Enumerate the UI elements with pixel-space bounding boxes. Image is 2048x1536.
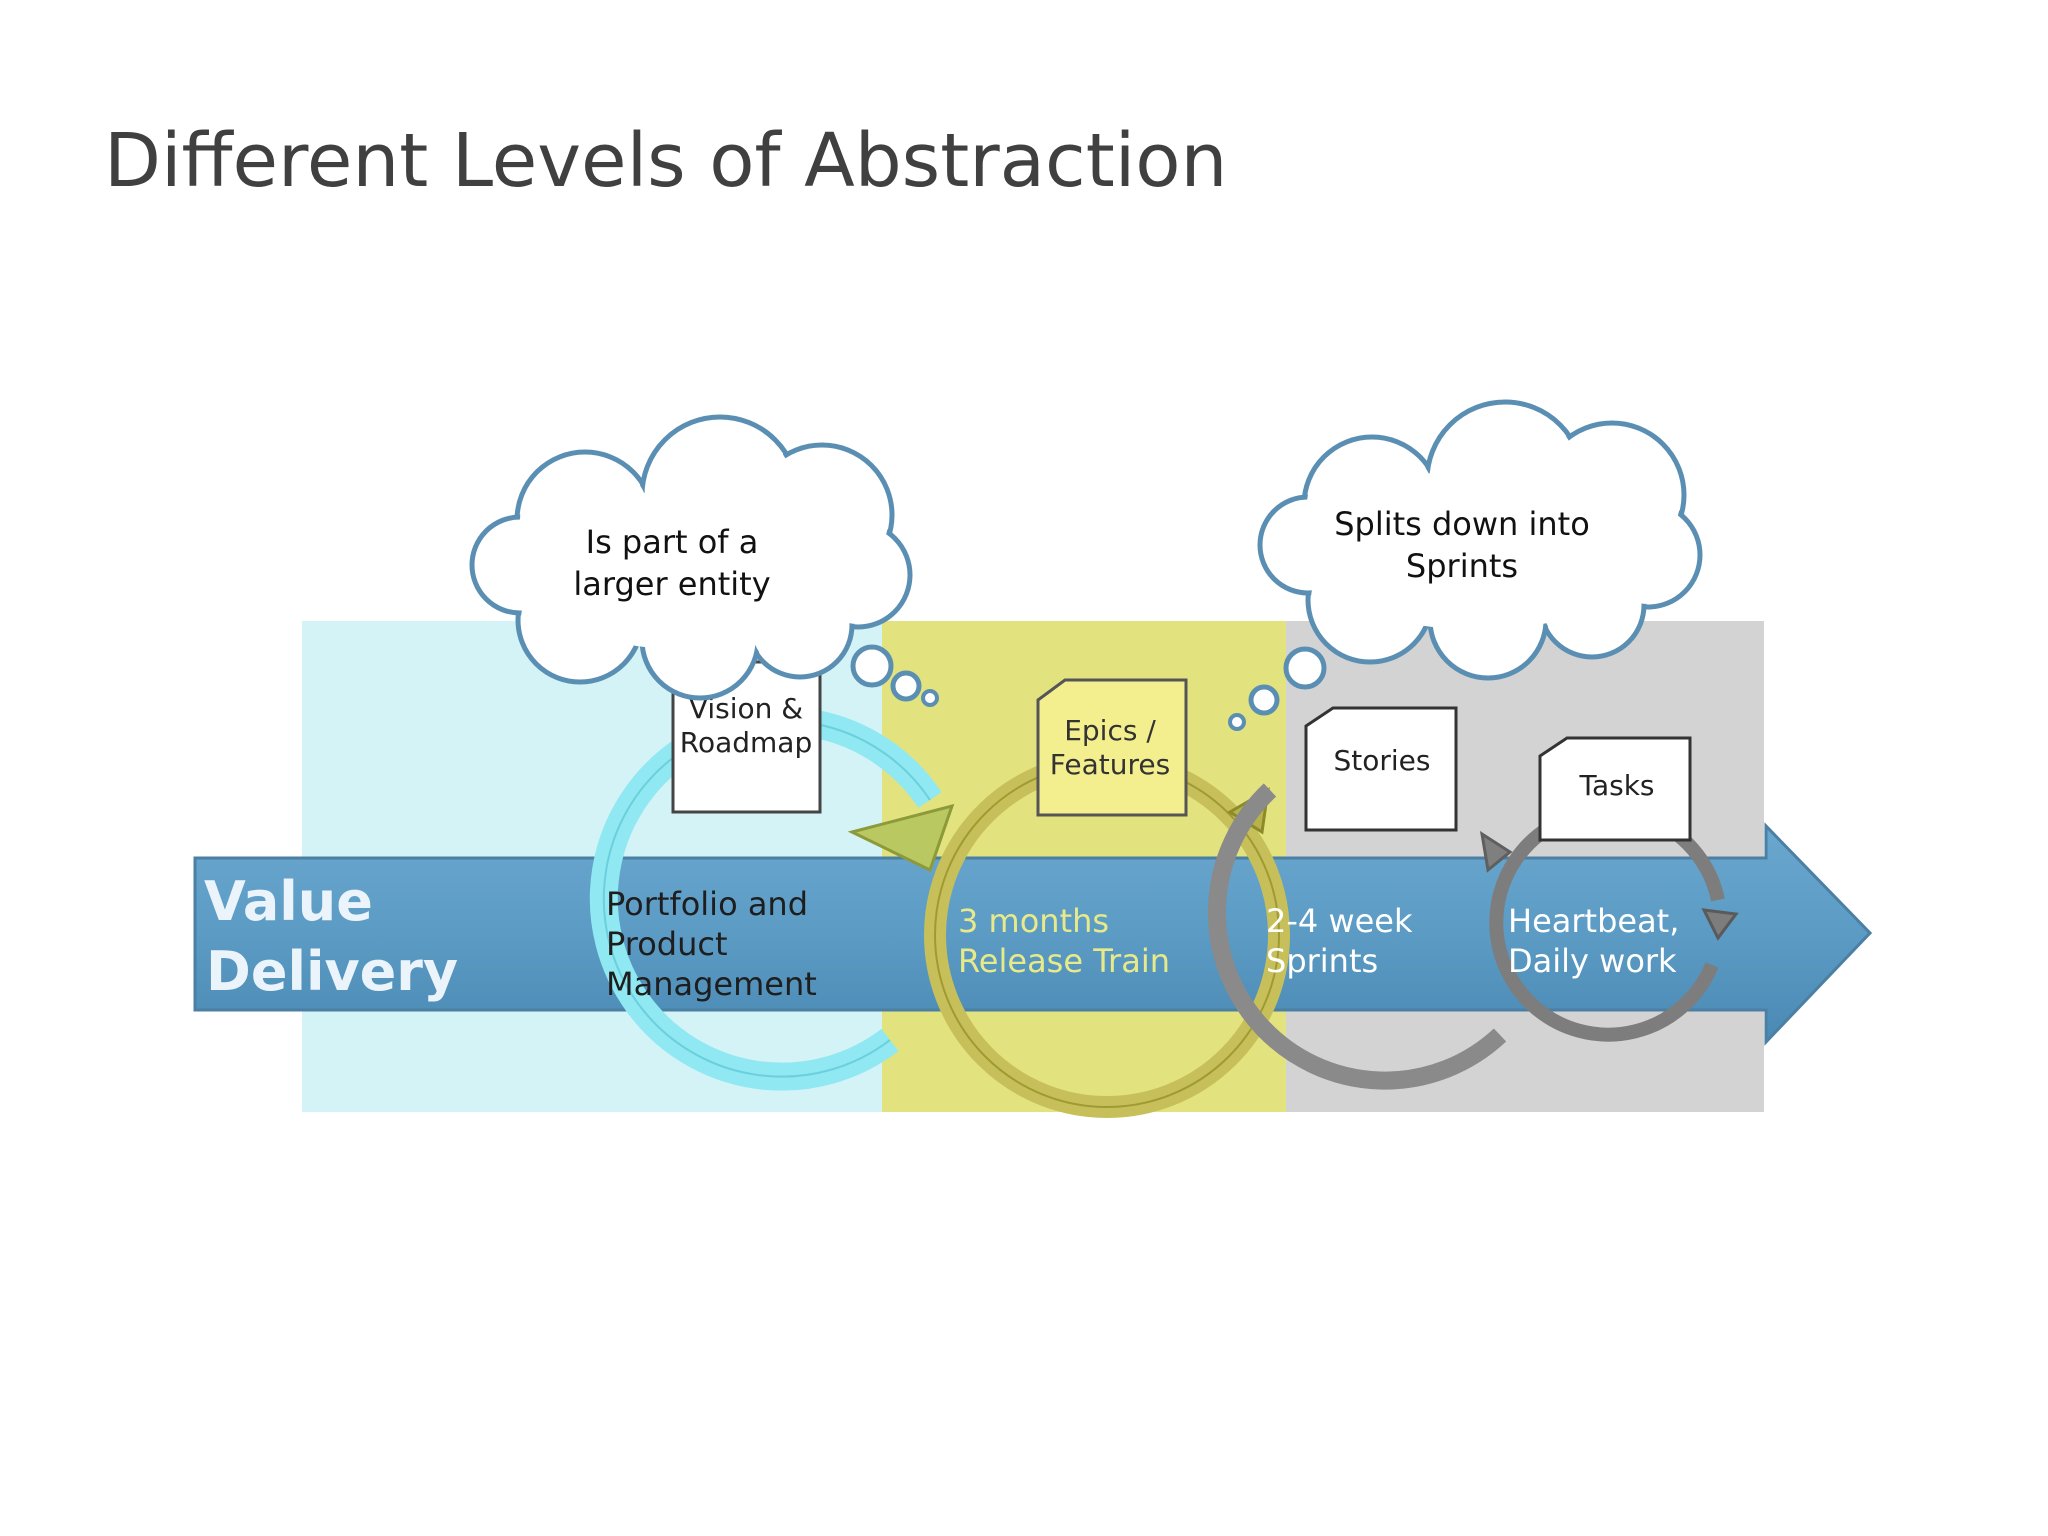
- thought-cloud-right: Splits down into Sprints: [1228, 399, 1703, 731]
- daily-label-line2: Daily work: [1508, 942, 1677, 980]
- callout-left-line2: larger entity: [573, 565, 770, 603]
- stories-card-line1: Stories: [1334, 744, 1431, 777]
- portfolio-ring: [589, 706, 955, 1091]
- portfolio-label-line3: Management: [606, 965, 817, 1003]
- sprint-label-line2: Sprints: [1266, 942, 1378, 980]
- thought-cloud-left: Is part of a larger entity: [469, 414, 939, 707]
- callout-left-line1: Is part of a: [586, 523, 759, 561]
- sprint-label-line1: 2-4 week: [1266, 902, 1413, 940]
- sprint-ring: [1208, 783, 1513, 1090]
- stories-card: Stories: [1304, 706, 1458, 832]
- epics-features-card: Epics / Features: [1036, 678, 1188, 817]
- release-label-line2: Release Train: [958, 942, 1170, 980]
- tasks-card: Tasks: [1538, 736, 1692, 842]
- callout-right-line1: Splits down into: [1334, 505, 1590, 543]
- daily-label-line1: Heartbeat,: [1508, 902, 1679, 940]
- callout-right-line2: Sprints: [1406, 547, 1518, 585]
- value-delivery-label-line1: Value: [204, 870, 373, 933]
- vision-card-line2: Roadmap: [680, 726, 812, 759]
- epics-card-line1: Epics /: [1064, 714, 1156, 747]
- epics-card-line2: Features: [1050, 748, 1170, 781]
- tasks-card-line1: Tasks: [1578, 769, 1654, 802]
- value-delivery-label-line2: Delivery: [206, 940, 458, 1003]
- portfolio-label-line1: Portfolio and: [606, 885, 808, 923]
- release-label-line1: 3 months: [958, 902, 1109, 940]
- slide-title: Different Levels of Abstraction: [104, 118, 1228, 204]
- portfolio-label-line2: Product: [606, 925, 728, 963]
